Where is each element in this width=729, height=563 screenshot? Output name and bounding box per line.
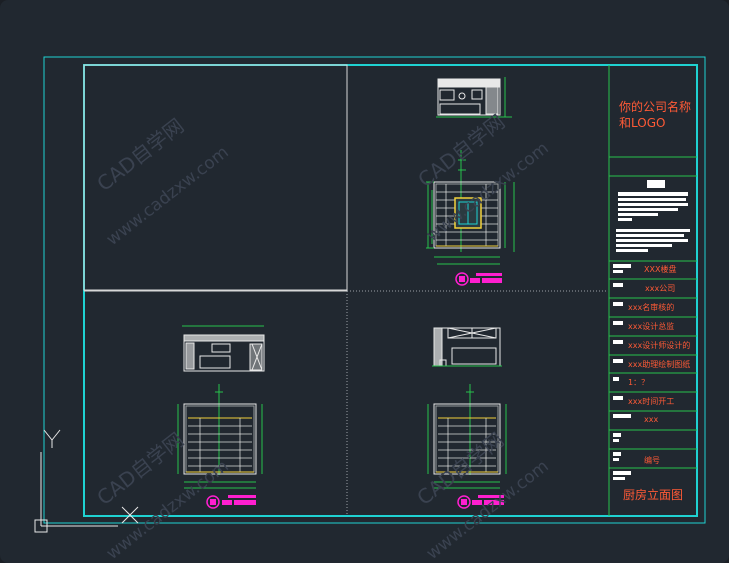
kitchen-elevation-a[interactable]: [426, 150, 515, 286]
title-block-notes: [613, 180, 690, 480]
empty-viewport[interactable]: [83, 64, 348, 291]
design-director-field: xxx设计总监: [628, 322, 675, 331]
scale-field: 1：？: [628, 378, 650, 387]
kitchen-plan-view[interactable]: [436, 77, 512, 118]
drawing-number-field: 编号: [644, 456, 660, 465]
company-field: xxx公司: [645, 284, 676, 293]
drafter-field: xxx助理绘制图纸: [628, 360, 691, 369]
ucs-icon: [34, 429, 139, 533]
sheet-outer-border: [43, 56, 706, 524]
project-name: XXX楼盘: [644, 265, 677, 274]
start-date-field: xxx时间开工: [628, 397, 675, 406]
misc-field: xxx: [644, 415, 659, 424]
watermark: CAD自学网 www.cadzxw.com CAD自学网 www.cadzxw.…: [92, 110, 552, 563]
designer-field: xxx设计师设计的: [628, 341, 691, 350]
kitchen-elevation-b[interactable]: [177, 325, 265, 509]
kitchen-elevation-c[interactable]: [427, 327, 507, 509]
title-block: [608, 65, 697, 516]
company-name-line-1: 你的公司名称: [619, 100, 692, 114]
drawing-title: 厨房立面图: [623, 488, 684, 502]
company-name-line-2: 和LOGO: [619, 116, 666, 130]
reviewer-field: xxx名审核的: [628, 303, 675, 312]
